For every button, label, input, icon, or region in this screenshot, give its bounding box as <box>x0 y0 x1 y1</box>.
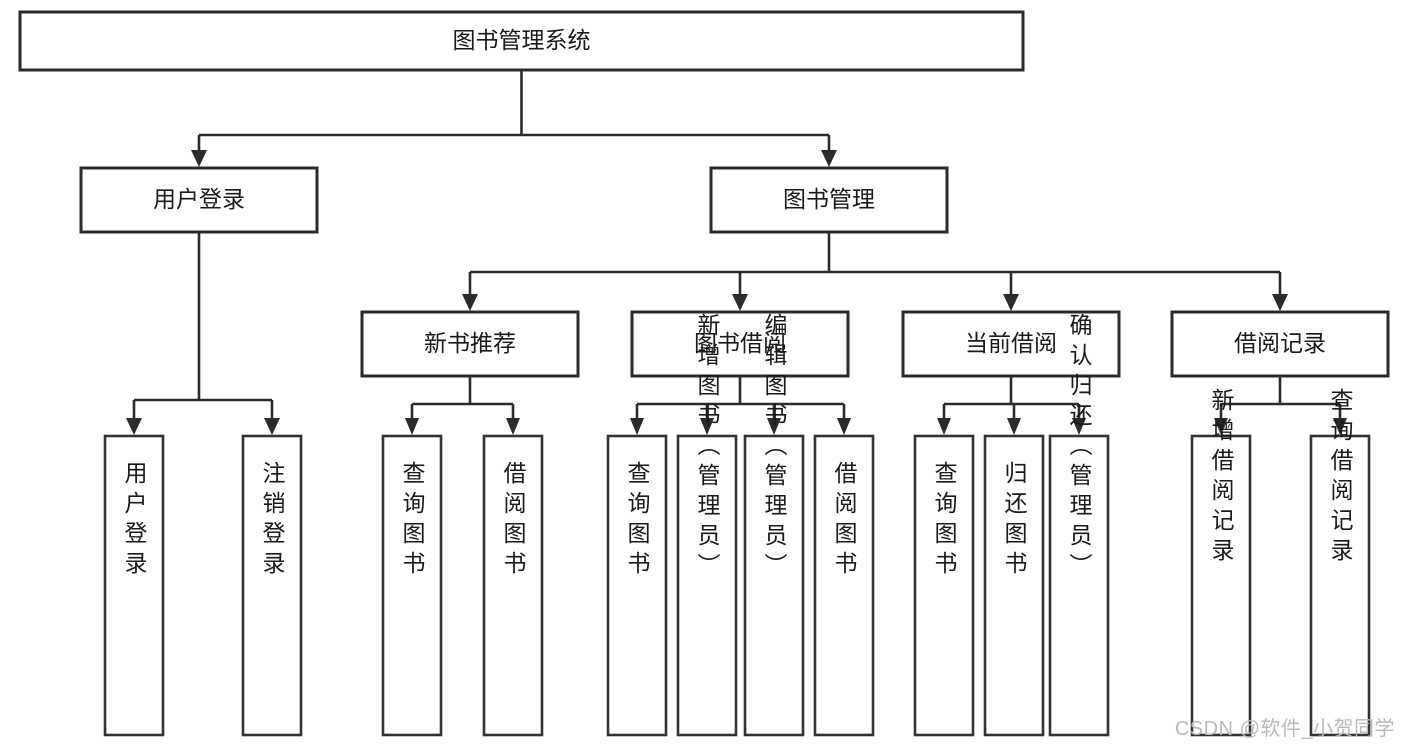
node-leaf-query-book-cur[interactable]: 查询图书 <box>913 434 975 737</box>
node-borrow-record-box[interactable] <box>1170 310 1390 378</box>
node-leaf-borrow-book-rec-box[interactable] <box>482 434 544 737</box>
node-leaf-logout-box[interactable] <box>241 434 303 737</box>
node-book-borrow-label: 图书借阅 <box>694 330 786 356</box>
node-leaf-query-record[interactable]: 查询借阅记录 <box>1309 388 1371 737</box>
node-root-box[interactable] <box>18 10 1025 72</box>
node-book-borrow[interactable]: 图书借阅 <box>630 310 850 378</box>
node-leaf-add-book-label: 新增图书（管理员） <box>694 313 721 583</box>
node-borrow-record[interactable]: 借阅记录 <box>1170 310 1390 378</box>
node-user-login-label: 用户登录 <box>153 186 245 212</box>
arrow-head-leaf-return-book <box>1007 418 1021 435</box>
node-leaf-user-login-box[interactable] <box>103 434 165 737</box>
node-leaf-query-book-cur-box[interactable] <box>913 434 975 737</box>
node-leaf-user-login[interactable]: 用户登录 <box>103 434 165 737</box>
connector-group-borrow-record <box>1214 376 1347 435</box>
node-leaf-borrow-book-rec[interactable]: 借阅图书 <box>482 434 544 737</box>
arrow-head-current-borrow <box>1003 294 1019 311</box>
arrow-head-leaf-query-record <box>1333 418 1347 435</box>
arrow-head-leaf-logout <box>264 418 280 435</box>
arrow-head-new-book-recommend <box>462 294 478 311</box>
node-leaf-return-book[interactable]: 归还图书 <box>983 434 1045 737</box>
node-new-book-recommend[interactable]: 新书推荐 <box>360 310 580 378</box>
node-current-borrow[interactable]: 当前借阅 <box>901 310 1121 378</box>
node-leaf-confirm-return[interactable]: 确认归还（管理员） <box>1048 313 1110 737</box>
connector-group-user-login <box>126 232 280 435</box>
node-leaf-query-book-rec-label: 查询图书 <box>399 461 426 581</box>
node-leaf-query-book-rec[interactable]: 查询图书 <box>381 434 443 737</box>
node-leaf-user-login-label: 用户登录 <box>121 461 148 581</box>
node-new-book-recommend-box[interactable] <box>360 310 580 378</box>
node-leaf-edit-book-box[interactable] <box>743 434 805 737</box>
connector-group-book-manage <box>462 232 1288 311</box>
node-leaf-query-book-bor-label: 查询图书 <box>624 461 651 581</box>
arrow-head-leaf-query-book-cur <box>937 418 951 435</box>
node-leaf-borrow-book-bor-label: 借阅图书 <box>831 461 858 581</box>
node-book-manage-label: 图书管理 <box>783 186 875 212</box>
arrow-head-borrow-record <box>1272 294 1288 311</box>
arrow-head-leaf-query-book-bor <box>630 418 644 435</box>
node-leaf-borrow-book-rec-label: 借阅图书 <box>500 461 527 581</box>
node-user-login-box[interactable] <box>79 166 319 234</box>
arrow-head-leaf-user-login <box>126 418 142 435</box>
node-leaf-borrow-book-bor[interactable]: 借阅图书 <box>813 434 875 737</box>
node-leaf-query-book-bor-box[interactable] <box>606 434 668 737</box>
node-leaf-query-book-bor[interactable]: 查询图书 <box>606 434 668 737</box>
arrow-head-user-login <box>191 150 207 167</box>
node-leaf-query-record-label: 查询借阅记录 <box>1327 388 1354 568</box>
node-leaf-confirm-return-box[interactable] <box>1048 434 1110 737</box>
node-leaf-return-book-box[interactable] <box>983 434 1045 737</box>
node-leaf-edit-book-label: 编辑图书（管理员） <box>761 313 788 583</box>
node-leaf-add-record-box[interactable] <box>1190 434 1252 737</box>
arrow-head-leaf-borrow-book-rec <box>506 418 520 435</box>
node-current-borrow-box[interactable] <box>901 310 1121 378</box>
node-leaf-confirm-return-label: 确认归还（管理员） <box>1066 313 1093 583</box>
node-root-label: 图书管理系统 <box>453 27 591 53</box>
node-root[interactable]: 图书管理系统 <box>18 10 1025 72</box>
node-leaf-logout-label: 注销登录 <box>259 461 286 581</box>
arrow-head-leaf-query-book-rec <box>405 418 419 435</box>
connector-group-new-book-recommend <box>405 376 520 435</box>
arrow-head-leaf-borrow-book-bor <box>837 418 851 435</box>
connector-group-root <box>191 70 837 167</box>
node-leaf-query-book-cur-label: 查询图书 <box>931 461 958 581</box>
node-leaf-borrow-book-bor-box[interactable] <box>813 434 875 737</box>
node-leaf-add-book-box[interactable] <box>676 434 738 737</box>
node-leaf-add-book[interactable]: 新增图书（管理员） <box>676 313 738 737</box>
connector-group-current-borrow <box>937 376 1086 435</box>
node-new-book-recommend-label: 新书推荐 <box>424 330 516 356</box>
node-leaf-add-record[interactable]: 新增借阅记录 <box>1190 388 1252 737</box>
node-current-borrow-label: 当前借阅 <box>965 330 1057 356</box>
arrow-head-leaf-edit-book <box>767 418 781 435</box>
node-borrow-record-label: 借阅记录 <box>1234 330 1326 356</box>
arrow-head-book-manage <box>821 150 837 167</box>
node-leaf-return-book-label: 归还图书 <box>1001 461 1028 581</box>
node-book-borrow-box[interactable] <box>630 310 850 378</box>
arrow-head-leaf-confirm-return <box>1072 418 1086 435</box>
node-leaf-query-book-rec-box[interactable] <box>381 434 443 737</box>
node-leaf-logout[interactable]: 注销登录 <box>241 434 303 737</box>
arrow-head-leaf-add-book <box>700 418 714 435</box>
node-leaf-add-record-label: 新增借阅记录 <box>1208 388 1235 568</box>
arrow-head-book-borrow <box>732 294 748 311</box>
node-book-manage[interactable]: 图书管理 <box>709 166 949 234</box>
node-user-login[interactable]: 用户登录 <box>79 166 319 234</box>
node-leaf-query-record-box[interactable] <box>1309 434 1371 737</box>
arrow-head-leaf-add-record <box>1214 418 1228 435</box>
node-leaf-edit-book[interactable]: 编辑图书（管理员） <box>743 313 805 737</box>
node-book-manage-box[interactable] <box>709 166 949 234</box>
connector-group-book-borrow <box>630 376 851 435</box>
